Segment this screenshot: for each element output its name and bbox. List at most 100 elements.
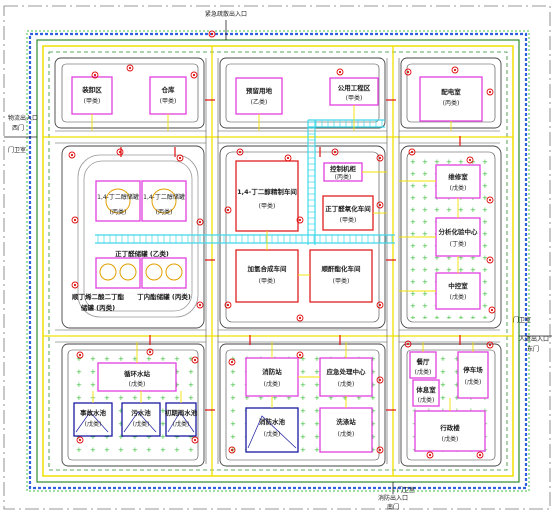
internal-road-edges [55,58,500,464]
gate-right-guard: 门卫室 [513,316,531,324]
grade-bdo-workshop: (甲类) [259,202,276,210]
label-wash: 洗涤站 [336,417,356,426]
grade-unloading: (甲类) [84,97,101,105]
service-paths [91,105,474,411]
grade-fire-station: (戊类) [264,380,281,388]
label-sewage-pool: 污水池 [131,408,151,417]
fire-hydrant-icon [486,341,494,349]
sewage-pool [121,402,161,437]
fire-hydrant-icon [196,218,204,226]
storage-tank-icon [119,263,137,281]
grade-wash: (戊类) [338,430,355,438]
fire-hydrant-icon [468,158,472,162]
grade-butenal-oxidation: (甲类) [340,216,357,224]
fire-hydrant-icon [333,150,337,154]
fire-hydrant-icon [193,438,197,442]
grade-emergency: (戊类) [338,380,355,388]
butyrate-tank [141,257,187,289]
fire-hydrant-icon [486,256,494,264]
rain-pool [165,402,197,437]
fire-hydrant-icon [78,438,82,442]
grade-cooling: (戊类) [129,380,146,388]
fire-hydrant-icon [178,156,182,160]
fire-hydrant-icon [192,73,196,77]
fire-hydrant-icon [488,306,496,314]
fire-hydrant-icon [296,216,304,224]
label-unloading: 装卸区 [81,85,102,94]
butenal-oxidation [322,195,374,231]
office-building [414,410,486,452]
fire-hydrant-icon [71,281,79,289]
fire-hydrant-icon [93,73,97,77]
fire-hydrant-icon [208,30,216,38]
label-fire-station: 消防站 [262,367,282,376]
gate-bottom-entry: 消防出入口 [378,494,408,502]
fire-station [245,357,299,397]
fire-hydrant-icon [73,218,77,222]
label-emergency: 应急处理中心 [327,367,367,376]
fire-hydrant-icon [148,350,152,354]
gate-right-entry: 人流出入口 [519,335,549,343]
fire-hydrant-icon [338,70,342,74]
label-canteen: 餐厅 [416,357,431,366]
storage-tank-icon [151,188,177,214]
fire-hydrant-icon [76,436,84,444]
gate-bottom-door: 南门 [387,503,399,511]
label-garage: 停车场 [463,365,483,374]
rest-room [412,379,440,407]
label-butenal-oxidation: 正丁醛氧化车间 [325,204,371,213]
storage-tanks [99,188,183,281]
pool-slopes [75,411,297,449]
site-boundary [3,5,551,510]
label-repair: 维修室 [448,172,468,181]
label-office: 行政楼 [439,423,460,432]
fire-hydrant-icon [198,303,202,307]
bdo-tank-2 [141,180,187,222]
fire-hydrant-icon [406,70,410,74]
grade-sewage-pool: (戊类) [133,420,150,428]
gates: 紧急疏散出入口 物流出入口 西门 门卫室 门卫室 人流出入口 东门 门卫室 消防… [4,10,552,511]
fire-hydrant-icon [70,153,74,157]
fire-hydrant-icon [230,360,234,364]
grade-control-cabinet: (丙类) [335,173,352,181]
grade-canteen: (戊类) [415,368,432,376]
fire-hydrant-icon [76,351,84,359]
fire-hydrant-icon [428,453,432,457]
grade-bdo-tank-2: (丙类) [156,208,173,216]
grade-esterification: (甲类) [333,277,350,285]
grade-repair: (戊类) [450,184,467,192]
storage-tank-icon [99,263,117,281]
grade-rain-pool: (戊类) [173,420,190,428]
grade-utility: (甲类) [346,94,363,102]
gate-left-door: 西门 [12,124,24,132]
label-maleic-tank-extra: 储罐 (丙类) [80,303,115,312]
fire-hydrant-icon [191,436,199,444]
fire-hydrant-icon [196,301,204,309]
label-butyrate-tank: 丁内酯储罐 (丙类) [137,292,191,301]
fire-hydrant-icon [296,351,304,359]
label-fire-pool: 消防水池 [259,417,286,426]
label-esterification: 顺酐酯化车间 [322,264,362,273]
fire-hydrant-icon [404,340,412,348]
fire-hydrant-icon [198,220,202,224]
fire-hydrant-icon [71,216,79,224]
fire-hydrant-icon [298,218,302,222]
grade-office: (戊类) [442,435,459,443]
grade-substation: (丙类) [443,99,460,107]
fire-hydrant-icon [408,148,416,156]
fire-hydrant-icon [128,66,132,70]
fire-hydrant-icon [336,68,344,76]
garage [457,351,489,399]
fire-hydrant-icon [410,150,414,154]
fire-hydrant-icon [228,358,236,366]
fire-hydrant-icon [78,353,82,357]
fire-hydrant-icon [466,156,474,164]
fire-hydrant-icon [176,154,184,162]
gate-bottom-guard: 门卫室 [397,486,415,494]
fire-hydrant-icon [224,206,232,214]
fire-hydrant-icon [193,358,197,362]
fire-hydrant-icon [226,208,230,212]
emergency-center [319,357,373,397]
fire-hydrant-icon [228,446,236,454]
